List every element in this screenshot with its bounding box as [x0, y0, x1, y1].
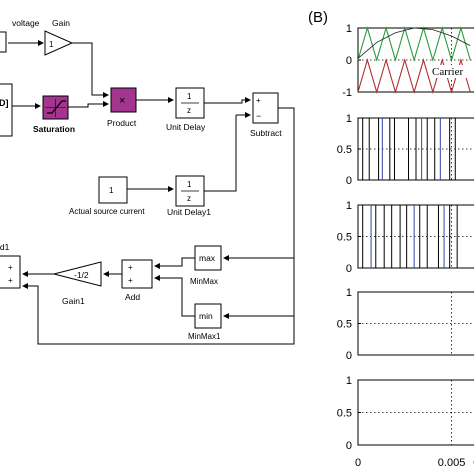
add-plus-2: +	[128, 276, 133, 285]
actual-current-value: 1	[109, 186, 114, 195]
y-tick-label: 1	[346, 23, 352, 35]
scope-plots: 10-1Carrier10.5010.5010.5010.5000.0050.0…	[337, 23, 474, 469]
add-label: Add	[125, 292, 140, 302]
d-block-label: D]	[0, 98, 9, 108]
series-line-2	[357, 58, 471, 94]
add-block[interactable]	[121, 259, 153, 289]
unit-delay1-num: 1	[187, 180, 192, 189]
y-tick-label: 1	[346, 113, 352, 125]
unit-delay-label: Unit Delay	[166, 122, 206, 132]
y-tick-label: 1	[346, 375, 352, 387]
gain-label: Gain	[52, 18, 70, 28]
series-line-1	[357, 26, 471, 62]
input-block-top	[0, 31, 7, 53]
x-tick-label: 0	[355, 457, 361, 469]
y-tick-label: 0	[346, 440, 352, 452]
scope-panel-2: 10.50	[337, 113, 474, 187]
subtract-plus: +	[256, 96, 261, 105]
add1-label: ld1	[0, 242, 10, 252]
scope-panel-1: 1 0 -1 Carrier	[342, 23, 474, 99]
unit-delay-num: 1	[187, 92, 192, 101]
y-tick-label: 1	[346, 287, 352, 299]
gain-value: 1	[49, 40, 54, 49]
add1-plus-2: +	[8, 276, 13, 285]
carrier-label-bg	[430, 65, 474, 78]
minmax1-label: MinMax1	[188, 332, 221, 341]
gain1-value: -1/2	[74, 270, 89, 280]
max-label: max	[199, 253, 216, 263]
y-tick-label: 0	[346, 350, 352, 362]
gain1-label: Gain1	[62, 296, 85, 306]
y-tick-label: 0.5	[337, 144, 352, 156]
add1-plus-1: +	[8, 263, 13, 272]
y-tick-label: 0	[346, 175, 352, 187]
y-tick-label: -1	[342, 87, 352, 99]
actual-current-label: Actual source current	[69, 207, 145, 216]
d-block[interactable]	[0, 83, 13, 137]
gain1-block[interactable]	[53, 261, 102, 287]
subtract-label: Subtract	[250, 128, 282, 138]
subtract-minus: −	[256, 111, 261, 121]
add-plus-1: +	[128, 263, 133, 272]
y-tick-label: 0	[346, 263, 352, 275]
min-label: min	[199, 311, 213, 321]
unit-delay-den: z	[187, 106, 191, 115]
y-tick-label: 0.5	[337, 232, 352, 244]
scope-panel-3: 10.50	[337, 200, 474, 275]
series-line-3	[357, 27, 471, 59]
saturation-label: Saturation	[33, 124, 75, 134]
y-tick-label: 1	[346, 200, 352, 212]
y-tick-label: 0.5	[337, 319, 352, 331]
product-sign: ×	[119, 95, 125, 107]
gain-block[interactable]	[44, 30, 74, 56]
panel-b-label: (B)	[308, 9, 328, 26]
simulink-diagram: voltage Gain 1 D] Saturation × Product 1…	[0, 18, 295, 345]
unit-delay1-den: z	[187, 194, 191, 203]
product-label: Product	[107, 118, 137, 128]
add1-block[interactable]	[0, 255, 21, 289]
y-tick-label: 0	[346, 55, 352, 67]
y-tick-label: 0.5	[337, 408, 352, 420]
scope-panel-4: 10.50	[337, 287, 474, 362]
carrier-label: Carrier	[432, 66, 463, 78]
actual-current-block[interactable]	[98, 176, 128, 204]
unit-delay1-label: Unit Delay1	[167, 207, 211, 217]
minmax-label: MinMax	[190, 277, 218, 286]
x-tick-label: 0.005	[438, 457, 466, 469]
voltage-label: voltage	[12, 18, 40, 28]
